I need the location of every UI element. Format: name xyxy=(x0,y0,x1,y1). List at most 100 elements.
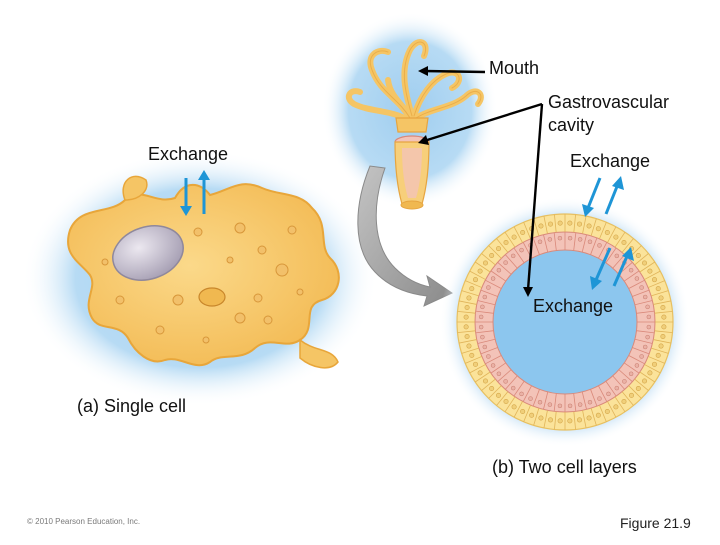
inner-cell-nucleus xyxy=(490,276,496,281)
label-gastrovascular-line1: Gastrovascular xyxy=(548,92,670,112)
hydra-illustration xyxy=(322,12,498,210)
inner-cell-nucleus xyxy=(646,324,652,330)
inner-cell-nucleus xyxy=(567,403,573,409)
inner-cell-nucleus xyxy=(587,399,593,405)
outer-cell-wall xyxy=(647,356,665,364)
inner-cell-wall xyxy=(485,355,502,365)
inner-cell-nucleus xyxy=(628,371,634,377)
pointer-lines xyxy=(418,66,544,297)
inner-cell-nucleus xyxy=(503,379,508,384)
outer-cell-nucleus xyxy=(658,295,664,301)
label-mouth: Mouth xyxy=(489,58,540,78)
outer-cell-nucleus xyxy=(557,220,563,226)
inner-cell-nucleus xyxy=(606,391,611,397)
inner-cell-nucleus xyxy=(622,379,627,384)
inner-cell-wall xyxy=(553,232,557,251)
cell-pseudopod xyxy=(299,338,339,369)
outer-cell-wall xyxy=(504,396,516,413)
outer-cell-nucleus xyxy=(660,334,666,340)
outer-cell-wall xyxy=(469,364,486,374)
outer-cell-nucleus xyxy=(661,324,667,330)
outer-cell-wall xyxy=(614,231,626,248)
label-gastrovascular-line2: cavity xyxy=(548,115,595,135)
outer-cell-nucleus xyxy=(647,268,653,274)
inner-cell-nucleus xyxy=(547,402,553,407)
hydra-upper-body xyxy=(395,117,429,133)
outer-cell-nucleus xyxy=(464,304,470,310)
inner-cell-nucleus xyxy=(634,276,640,281)
inner-cell-nucleus xyxy=(639,354,644,359)
inner-cell-wall xyxy=(612,254,625,269)
inner-cell-wall xyxy=(505,375,518,390)
outer-cell-nucleus xyxy=(567,418,573,424)
outer-cell-wall xyxy=(533,408,540,426)
outer-cell-wall xyxy=(457,311,476,314)
outer-cell-nucleus xyxy=(621,239,627,245)
mouth-pointer xyxy=(423,69,486,74)
double-arrow-icon xyxy=(180,170,210,216)
outer-cell-nucleus xyxy=(642,378,648,384)
inner-cell-wall xyxy=(634,300,653,306)
inner-cell-wall xyxy=(590,389,598,407)
outer-cell-wall xyxy=(481,253,496,266)
outer-cell-wall xyxy=(488,245,502,259)
cell-pseudopod xyxy=(122,175,148,201)
outer-cell-wall xyxy=(651,347,669,354)
outer-cell-wall xyxy=(523,404,531,422)
outer-cell-nucleus xyxy=(577,417,583,423)
outer-cell-nucleus xyxy=(586,415,592,421)
outer-cell-nucleus xyxy=(511,234,517,240)
outer-cell-wall xyxy=(590,408,597,426)
outer-cell-wall xyxy=(639,371,656,383)
outer-cell-wall xyxy=(481,378,496,391)
outer-cell-wall xyxy=(504,231,516,248)
outer-cell-wall xyxy=(607,226,617,243)
outer-cell-wall xyxy=(469,270,486,280)
inner-cell-wall xyxy=(605,381,617,397)
inner-cell-nucleus xyxy=(490,363,496,368)
inner-cell-wall xyxy=(543,391,549,410)
inner-cell-wall xyxy=(632,289,650,297)
outer-cell-nucleus xyxy=(613,234,619,240)
inner-cell-nucleus xyxy=(537,239,543,245)
outer-cell-wall xyxy=(554,214,557,233)
inner-cell-nucleus xyxy=(482,294,488,300)
outer-cell-nucleus xyxy=(463,314,469,320)
outer-cell-nucleus xyxy=(635,253,641,259)
inner-cell-nucleus xyxy=(645,304,650,310)
outer-cell-wall xyxy=(614,396,626,413)
caption-two-cell-layers: (b) Two cell layers xyxy=(492,457,637,477)
outer-cell-nucleus xyxy=(473,361,479,367)
outer-cell-nucleus xyxy=(477,268,483,274)
outer-cell-nucleus xyxy=(651,361,657,367)
outer-cell-wall xyxy=(634,253,649,266)
outer-cell-wall xyxy=(474,261,491,273)
outer-cell-nucleus xyxy=(464,334,470,340)
inner-cell-nucleus xyxy=(577,402,583,407)
inner-cell-wall xyxy=(513,381,525,397)
outer-cell-wall xyxy=(654,330,673,333)
inner-cell-nucleus xyxy=(480,304,485,310)
inner-cell-wall xyxy=(628,355,645,365)
inner-cell-wall xyxy=(543,234,549,253)
outer-cell-wall xyxy=(653,300,672,305)
outer-cell-nucleus xyxy=(604,230,610,236)
inner-cell-nucleus xyxy=(614,385,620,391)
inner-cell-nucleus xyxy=(478,324,484,330)
outer-cell-wall xyxy=(554,411,557,430)
outer-cell-nucleus xyxy=(660,304,666,310)
inner-cell-wall xyxy=(573,232,577,251)
outer-cell-nucleus xyxy=(529,412,535,418)
outer-cell-nucleus xyxy=(613,404,619,410)
outer-cell-nucleus xyxy=(655,286,661,292)
inner-cell-nucleus xyxy=(577,237,583,242)
inner-cell-wall xyxy=(628,279,645,289)
inner-cell-wall xyxy=(480,347,498,355)
outer-cell-nucleus xyxy=(547,417,553,423)
outer-cell-nucleus xyxy=(503,239,509,245)
inner-cell-nucleus xyxy=(557,235,563,241)
inner-cell-nucleus xyxy=(587,239,593,245)
gastrovascular-cavity-lumen xyxy=(492,249,638,395)
inner-cell-wall xyxy=(598,385,608,402)
outer-cell-nucleus xyxy=(511,404,517,410)
